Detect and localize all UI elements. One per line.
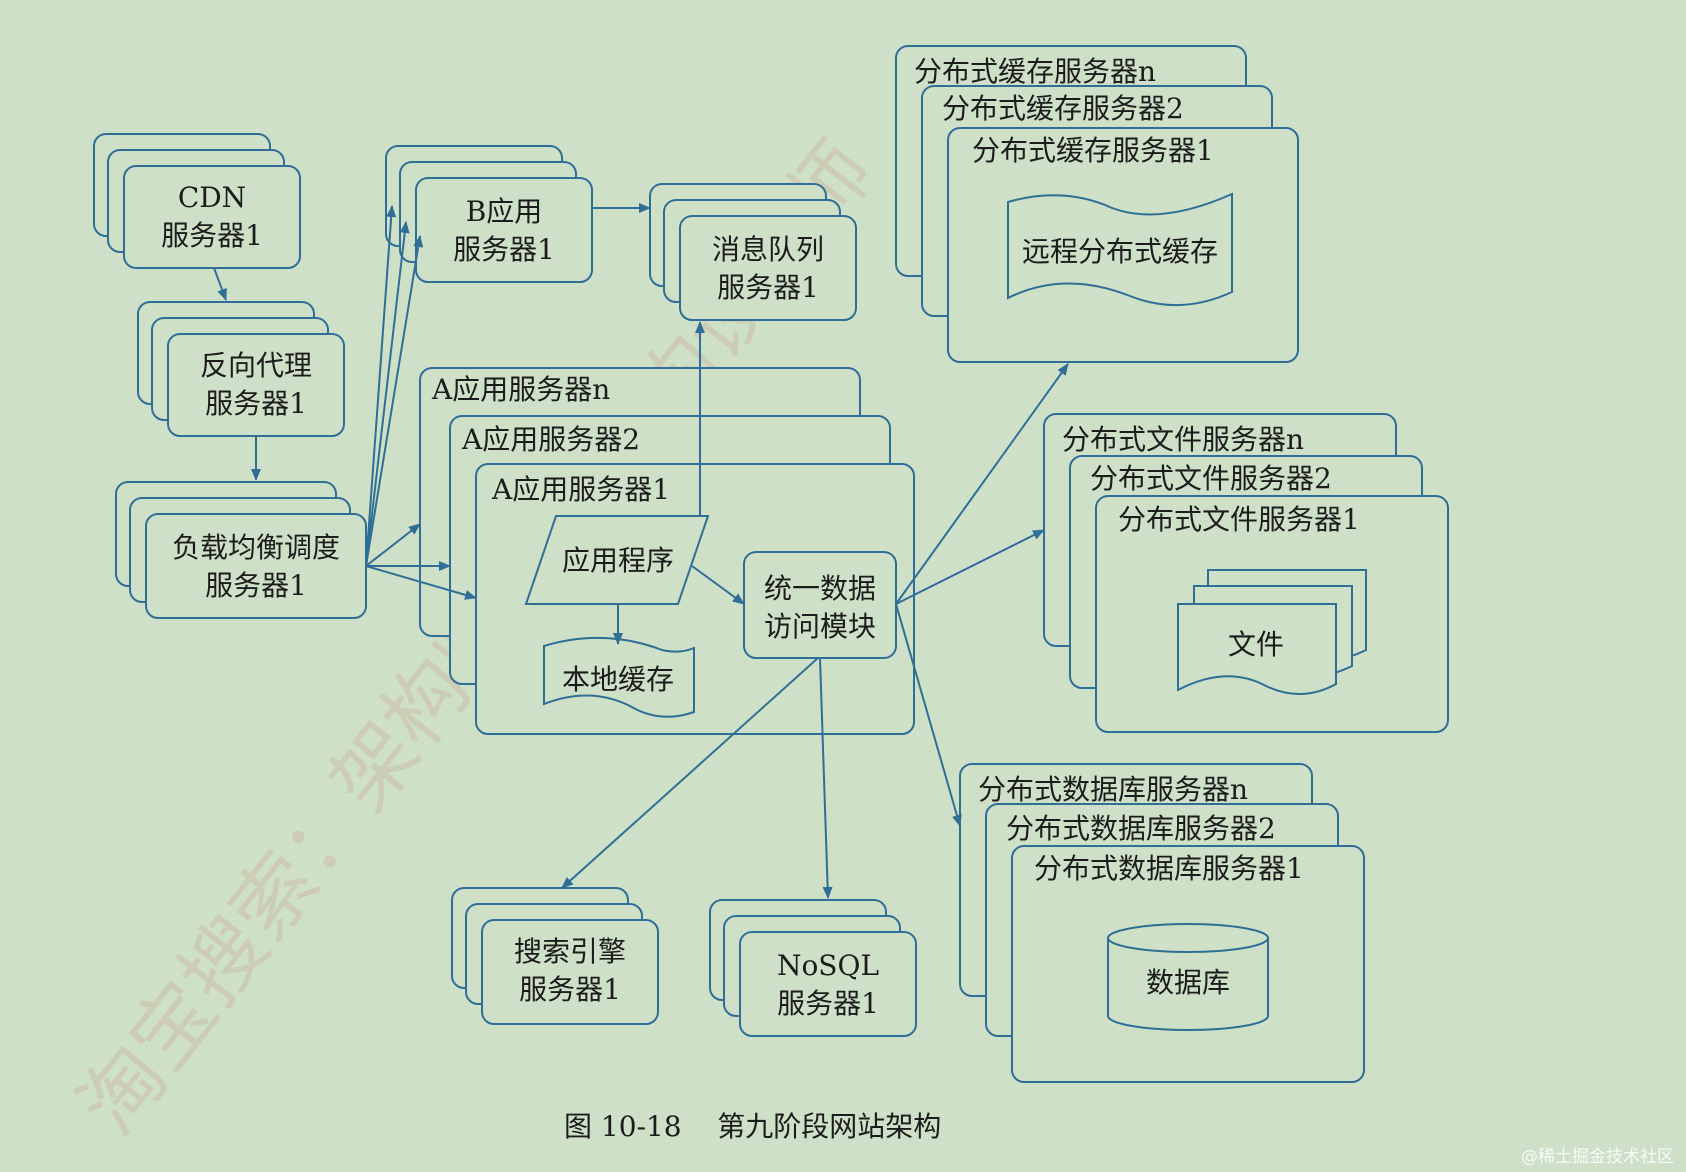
cdn-label-line1: CDN xyxy=(178,181,246,214)
unified-data-access-module: 统一数据 访问模块 xyxy=(743,551,897,659)
a-app-server-1-label: A应用服务器1 xyxy=(491,473,670,506)
edge-lb-bapp-2 xyxy=(365,221,410,567)
credit-text: @稀土掘金技术社区 xyxy=(1521,1147,1674,1167)
b-app-server-stack: B应用 服务器1 xyxy=(385,145,593,283)
cdn-server-stack: CDN 服务器1 xyxy=(93,133,301,269)
figure-caption: 图 10-18 第九阶段网站架构 xyxy=(564,1110,941,1143)
distributed-cache-stack: 分布式缓存服务器n 分布式缓存服务器2 分布式缓存服务器1 远程分布式缓存 xyxy=(895,45,1299,363)
remote-cache-label: 远程分布式缓存 xyxy=(1022,235,1218,268)
load-balancer-label-line1: 负载均衡调度 xyxy=(172,531,340,564)
reverse-proxy-stack: 反向代理 服务器1 xyxy=(137,301,345,437)
a-app-server-n-label: A应用服务器n xyxy=(431,373,610,406)
search-engine-label-line1: 搜索引擎 xyxy=(514,935,626,968)
distributed-file-stack: 分布式文件服务器n 分布式文件服务器2 分布式文件服务器1 文件 xyxy=(1043,413,1449,733)
edge-cdn-proxy xyxy=(213,267,227,301)
cdn-label-line2: 服务器1 xyxy=(161,219,263,252)
edge-uda-cache xyxy=(895,363,1069,605)
database-label: 数据库 xyxy=(1146,966,1230,999)
file-document-label: 文件 xyxy=(1228,628,1284,661)
edge-lb-bapp-3 xyxy=(365,235,424,567)
db-server-2-label: 分布式数据库服务器2 xyxy=(1006,812,1276,845)
application-program-label: 应用程序 xyxy=(562,544,674,577)
load-balancer-stack: 负载均衡调度 服务器1 xyxy=(115,481,367,619)
distributed-database-stack: 分布式数据库服务器n 分布式数据库服务器2 分布式数据库服务器1 数据库 xyxy=(959,763,1365,1083)
cache-server-n-label: 分布式缓存服务器n xyxy=(914,55,1156,88)
nosql-label-line1: NoSQL xyxy=(777,949,879,982)
file-server-2-label: 分布式文件服务器2 xyxy=(1090,462,1332,495)
edge-lb-aapp-1 xyxy=(365,565,477,600)
nosql-server-stack: NoSQL 服务器1 xyxy=(709,899,917,1037)
b-app-label-line1: B应用 xyxy=(466,195,543,228)
reverse-proxy-label-line2: 服务器1 xyxy=(205,387,307,420)
file-server-1-label: 分布式文件服务器1 xyxy=(1118,503,1360,536)
b-app-label-line2: 服务器1 xyxy=(453,233,555,266)
load-balancer-label-line2: 服务器1 xyxy=(205,569,307,602)
edge-uda-search xyxy=(561,657,819,889)
edge-uda-file xyxy=(895,529,1045,605)
local-cache-label: 本地缓存 xyxy=(562,663,674,696)
edge-lb-bapp-1 xyxy=(365,205,397,567)
message-queue-label-line2: 服务器1 xyxy=(717,271,819,304)
nosql-label-line2: 服务器1 xyxy=(777,987,879,1020)
edge-uda-db xyxy=(895,603,962,827)
uda-label-line2: 访问模块 xyxy=(764,610,876,643)
edge-uda-nosql xyxy=(819,657,833,899)
a-app-server-2-label: A应用服务器2 xyxy=(461,423,640,456)
edge-lb-aapp-n xyxy=(365,523,421,567)
search-engine-stack: 搜索引擎 服务器1 xyxy=(451,887,659,1025)
local-cache: 本地缓存 xyxy=(543,636,695,718)
reverse-proxy-label-line1: 反向代理 xyxy=(200,349,312,382)
cache-server-1-label: 分布式缓存服务器1 xyxy=(972,134,1214,167)
uda-label-line1: 统一数据 xyxy=(764,572,876,605)
message-queue-label-line1: 消息队列 xyxy=(712,233,824,266)
cache-server-2-label: 分布式缓存服务器2 xyxy=(942,92,1184,125)
message-queue-stack: 消息队列 服务器1 xyxy=(649,183,857,321)
edge-app-uda xyxy=(691,565,745,605)
application-program: 应用程序 xyxy=(524,515,710,605)
db-server-n-label: 分布式数据库服务器n xyxy=(978,773,1248,806)
db-server-1-label: 分布式数据库服务器1 xyxy=(1034,852,1304,885)
search-engine-label-line2: 服务器1 xyxy=(519,973,621,1006)
edges xyxy=(213,203,1069,899)
file-server-n-label: 分布式文件服务器n xyxy=(1062,423,1304,456)
